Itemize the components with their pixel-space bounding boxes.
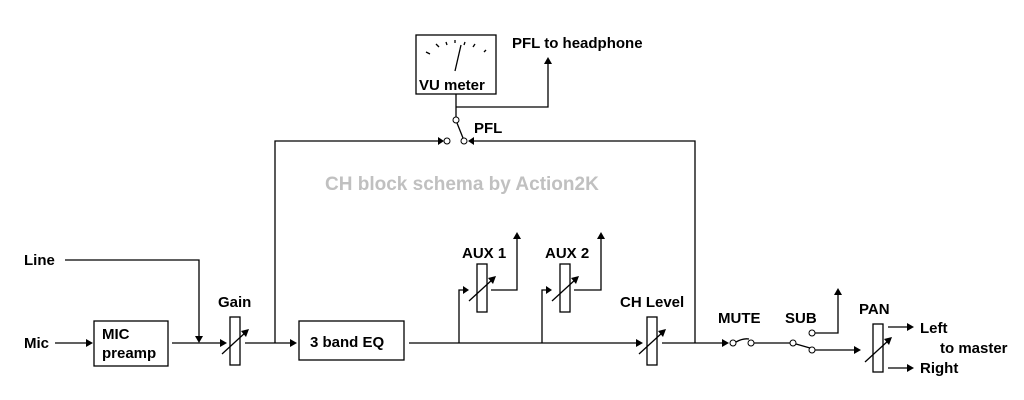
pan-label: PAN bbox=[859, 301, 890, 318]
aux1-output-arrow bbox=[513, 232, 521, 239]
aux2-output-arrow bbox=[597, 232, 605, 239]
aux2-potentiometer bbox=[551, 263, 579, 313]
gain-label: Gain bbox=[218, 294, 251, 311]
pfl-label: PFL bbox=[474, 120, 502, 137]
ch-level-input-arrow bbox=[636, 339, 643, 347]
line-input-label: Line bbox=[24, 252, 55, 269]
aux1-tap-wire bbox=[458, 289, 465, 343]
right-output-arrow bbox=[907, 364, 914, 372]
ch-level-potentiometer bbox=[638, 316, 666, 366]
mute-switch bbox=[729, 338, 755, 347]
aux1-potentiometer bbox=[468, 263, 496, 313]
vu-meter-label: VU meter bbox=[419, 77, 485, 94]
left-output-label: Left bbox=[920, 320, 948, 337]
pfl-left-arrow bbox=[438, 137, 444, 145]
mic-to-preamp-arrow bbox=[55, 339, 93, 347]
aux1-output-wire bbox=[491, 238, 518, 291]
aux2-input-arrow bbox=[546, 286, 552, 294]
mic-preamp-label-line1: MIC bbox=[102, 326, 130, 343]
eq-input-arrow bbox=[290, 339, 297, 347]
left-output-arrow bbox=[907, 323, 914, 331]
pfl-post-tap-wire bbox=[472, 140, 696, 343]
diagram-title: CH block schema by Action2K bbox=[325, 174, 599, 195]
vu-meter-block: VU meter bbox=[415, 34, 497, 95]
eq-label: 3 band EQ bbox=[310, 334, 385, 351]
pfl-right-arrow bbox=[468, 137, 474, 145]
gain-input-arrow bbox=[220, 339, 227, 347]
aux1-input-arrow bbox=[463, 286, 469, 294]
sub-output-wire bbox=[815, 294, 839, 334]
pan-potentiometer bbox=[864, 323, 892, 373]
pan-input-arrow bbox=[854, 346, 861, 354]
mute-label: MUTE bbox=[718, 310, 761, 327]
aux2-label: AUX 2 bbox=[545, 245, 589, 262]
sub-output-arrow bbox=[834, 288, 842, 295]
mic-preamp-block: MIC preamp bbox=[93, 320, 169, 367]
pfl-headphone-label: PFL to headphone bbox=[512, 35, 643, 52]
pfl-switch bbox=[443, 116, 468, 145]
aux2-output-wire bbox=[574, 238, 602, 291]
mic-input-label: Mic bbox=[24, 335, 49, 352]
eq-block: 3 band EQ bbox=[298, 320, 405, 361]
ch-level-label: CH Level bbox=[620, 294, 684, 311]
pfl-headphone-wire bbox=[456, 63, 549, 108]
vu-meter-scale-icon bbox=[425, 40, 487, 72]
gain-potentiometer bbox=[221, 316, 249, 366]
mute-input-arrow bbox=[722, 339, 729, 347]
pfl-headphone-arrow bbox=[544, 57, 552, 64]
pfl-pre-tap-wire bbox=[274, 140, 440, 343]
right-output-label: Right bbox=[920, 360, 958, 377]
vu-needle bbox=[454, 44, 462, 72]
aux2-tap-wire bbox=[541, 289, 548, 343]
mic-preamp-label-line2: preamp bbox=[102, 345, 156, 362]
aux1-label: AUX 1 bbox=[462, 245, 506, 262]
to-master-label: to master bbox=[940, 340, 1008, 357]
sub-switch bbox=[789, 329, 816, 354]
sub-label: SUB bbox=[785, 310, 817, 327]
line-input-wire bbox=[65, 259, 203, 343]
